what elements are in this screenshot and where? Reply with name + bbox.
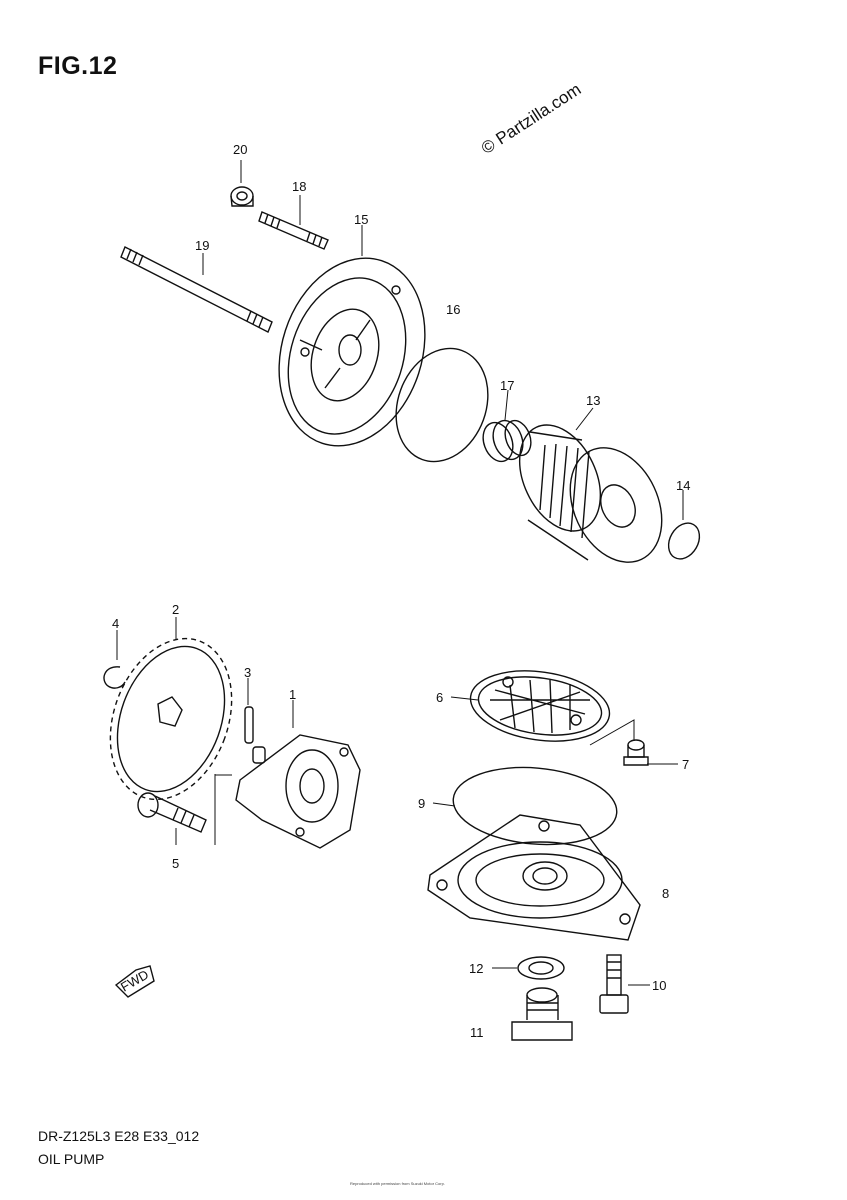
callout-20: 20 bbox=[233, 142, 247, 157]
callout-18: 18 bbox=[292, 179, 306, 194]
figure-title: FIG.12 bbox=[38, 52, 118, 80]
callout-11: 11 bbox=[470, 1025, 484, 1040]
callout-6: 6 bbox=[436, 690, 443, 705]
callout-9: 9 bbox=[418, 796, 425, 811]
part-11-drain-plug bbox=[511, 987, 573, 1041]
part-2-pump-gear bbox=[109, 637, 233, 801]
callout-15: 15 bbox=[354, 212, 368, 227]
callout-10: 10 bbox=[652, 978, 666, 993]
part-5-bolt bbox=[137, 792, 207, 833]
part-19-long-stud bbox=[120, 246, 273, 333]
small-print: Reproduced with permission from Suzuki M… bbox=[350, 1181, 445, 1186]
fwd-label: FWD bbox=[118, 967, 151, 995]
part-14-o-ring bbox=[667, 522, 701, 560]
callout-7: 7 bbox=[682, 757, 689, 772]
callout-13: 13 bbox=[586, 393, 600, 408]
part-17-spring bbox=[482, 419, 532, 463]
callout-3: 3 bbox=[244, 665, 251, 680]
callout-17: 17 bbox=[500, 378, 514, 393]
part-15-filter-cap bbox=[278, 257, 426, 447]
part-6-oil-strainer bbox=[469, 670, 611, 742]
callout-16: 16 bbox=[446, 302, 460, 317]
part-16-o-ring bbox=[395, 347, 489, 463]
part-3-pin bbox=[244, 706, 254, 744]
part-8-oil-pump-cover bbox=[427, 814, 641, 941]
callout-2: 2 bbox=[172, 602, 179, 617]
callout-14: 14 bbox=[676, 478, 690, 493]
part-13-oil-filter bbox=[518, 424, 663, 563]
section-name: OIL PUMP bbox=[38, 1151, 105, 1167]
part-12-washer bbox=[517, 956, 565, 980]
part-20-nut bbox=[230, 186, 254, 207]
model-code: DR-Z125L3 E28 E33_012 bbox=[38, 1128, 200, 1144]
callout-19: 19 bbox=[195, 238, 209, 253]
callout-12: 12 bbox=[469, 961, 483, 976]
part-10-bolt bbox=[599, 954, 629, 1014]
part-4-circlip bbox=[103, 666, 126, 689]
callout-4: 4 bbox=[112, 616, 119, 631]
leader-line bbox=[214, 774, 232, 845]
part-1-oil-pump bbox=[235, 734, 361, 849]
part-18-stud bbox=[258, 211, 329, 250]
callout-1: 1 bbox=[289, 687, 296, 702]
callout-8: 8 bbox=[662, 886, 669, 901]
part-9-gasket bbox=[452, 766, 618, 846]
part-7-screw bbox=[623, 739, 649, 766]
leader-line bbox=[589, 719, 635, 746]
callout-5: 5 bbox=[172, 856, 179, 871]
fwd-arrow-icon bbox=[114, 965, 155, 998]
